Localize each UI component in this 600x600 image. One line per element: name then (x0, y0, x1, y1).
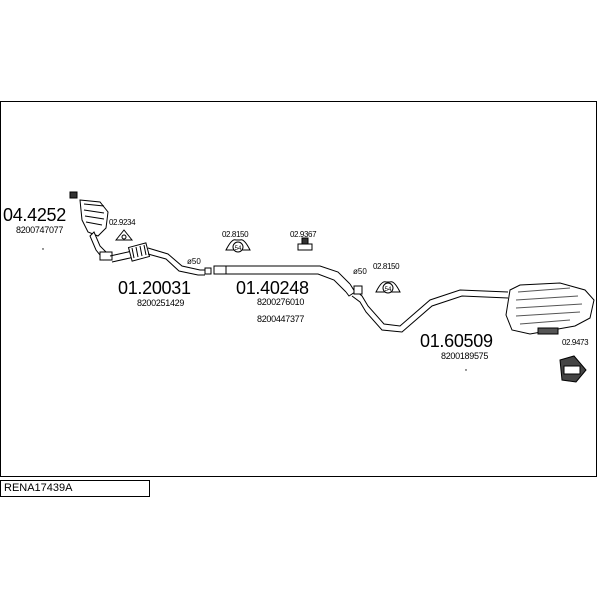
clamp-icon (114, 229, 134, 241)
accessory-rubber-mount: 02.9367 (290, 230, 317, 239)
rubber-mount-icon (297, 237, 313, 251)
catalytic-converter (69, 191, 113, 261)
rear-silencer (505, 282, 595, 335)
part-number-4: 01.60509 (420, 331, 493, 351)
accessory-hanger-left: 02.8150 (222, 230, 249, 239)
hanger-left-size: 54 (235, 246, 242, 252)
part-number-1: 04.4252 (3, 205, 66, 225)
accessory-hanger-right: 02.8150 (373, 262, 400, 271)
diameter-label-1: ø50 (187, 257, 201, 266)
part-number-3: 01.40248 (236, 278, 309, 298)
diameter-label-2: ø50 (353, 267, 367, 276)
front-pipe (109, 242, 212, 276)
part-reference-2: 8200251429 (137, 298, 185, 308)
part-reference-4: 8200189575 (441, 351, 489, 361)
marker-dot (465, 369, 467, 371)
middle-pipe (213, 265, 356, 297)
hanger-right-size: 54 (385, 287, 392, 293)
accessory-clamp-cat: 02.9234 (109, 218, 136, 227)
hanger-left-icon: 54 (225, 239, 251, 253)
rear-pipe (351, 285, 509, 333)
part-number-2: 01.20031 (118, 278, 191, 298)
bracket-icon (559, 355, 587, 383)
diagram-frame (0, 101, 597, 477)
part-reference-3b: 8200447377 (257, 314, 305, 324)
hanger-right-icon: 54 (375, 281, 401, 294)
marker-dot (42, 248, 44, 250)
accessory-bracket: 02.9473 (562, 338, 589, 347)
system-code: RENA17439A (0, 480, 150, 497)
part-reference-3a: 8200276010 (257, 297, 305, 307)
part-reference-1: 8200747077 (16, 225, 64, 235)
